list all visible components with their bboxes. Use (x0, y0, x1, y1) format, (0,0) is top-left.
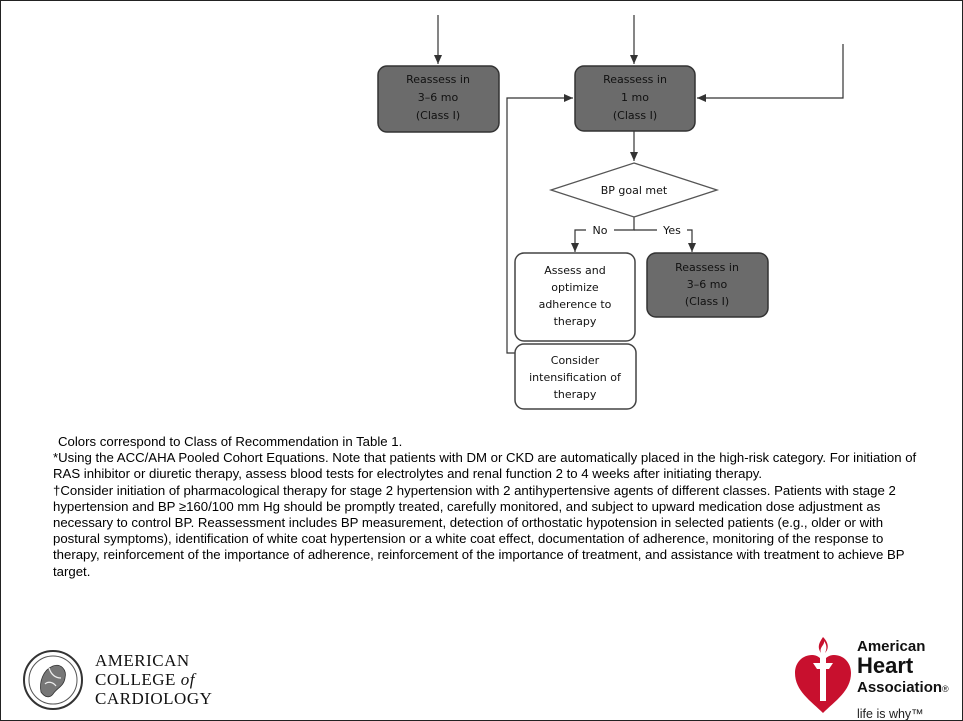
note-colors: Colors correspond to Class of Recommenda… (58, 434, 403, 449)
aha-line3: Association® (857, 679, 949, 696)
adherence-line2: optimize (551, 281, 599, 294)
branch-yes-label: Yes (662, 224, 681, 237)
box-left-line2: 3–6 mo (418, 91, 459, 104)
box-left-line3: (Class I) (416, 109, 460, 122)
assess-adherence-box: Assess and optimize adherence to therapy (514, 252, 636, 342)
note-dagger: †Consider initiation of pharmacological … (53, 482, 905, 579)
acc-line1: AMERICAN (95, 651, 190, 670)
footnotes: Colors correspond to Class of Recommenda… (53, 434, 923, 580)
box-yes-line3: (Class I) (685, 295, 729, 308)
adherence-line1: Assess and (544, 264, 605, 277)
intensify-line3: therapy (554, 388, 597, 401)
adherence-line4: therapy (554, 315, 597, 328)
box-center-line2: 1 mo (621, 91, 649, 104)
bp-goal-decision: BP goal met (548, 162, 720, 218)
box-center-line1: Reassess in (603, 73, 667, 86)
consider-intensification-box: Consider intensification of therapy (514, 343, 637, 410)
reassess-3-6mo-box-yes: Reassess in 3–6 mo (Class I) (646, 252, 769, 318)
adherence-line3: adherence to (539, 298, 612, 311)
flowchart: Reassess in 3–6 mo (Class I) Reassess in… (377, 15, 844, 410)
aha-logo: American Heart Association® life is why™ (791, 629, 961, 721)
acc-line3: CARDIOLOGY (95, 689, 213, 708)
reassess-1mo-box: Reassess in 1 mo (Class I) (574, 65, 696, 132)
arrow-loop-back (506, 94, 573, 354)
acc-seal-icon (23, 650, 83, 710)
branch-no-label: No (593, 224, 608, 237)
note-asterisk: *Using the ACC/AHA Pooled Cohort Equatio… (53, 450, 917, 482)
intensify-line2: intensification of (529, 371, 622, 384)
box-yes-line1: Reassess in (675, 261, 739, 274)
box-center-line3: (Class I) (613, 109, 657, 122)
decision-label: BP goal met (601, 184, 668, 197)
acc-logo: AMERICAN COLLEGE of CARDIOLOGY (23, 646, 253, 716)
aha-line1: American (857, 638, 926, 655)
reassess-3-6mo-box-left: Reassess in 3–6 mo (Class I) (377, 65, 500, 133)
aha-tagline: life is why™ (857, 707, 924, 721)
aha-line2: Heart (857, 653, 914, 678)
arrow-decision-yes (634, 229, 696, 252)
acc-line2: COLLEGE of (95, 670, 195, 689)
box-left-line1: Reassess in (406, 73, 470, 86)
intensify-line1: Consider (551, 354, 600, 367)
arrow-from-right-into-center (697, 44, 844, 102)
aha-heart-torch-icon (795, 637, 851, 713)
box-yes-line2: 3–6 mo (687, 278, 728, 291)
